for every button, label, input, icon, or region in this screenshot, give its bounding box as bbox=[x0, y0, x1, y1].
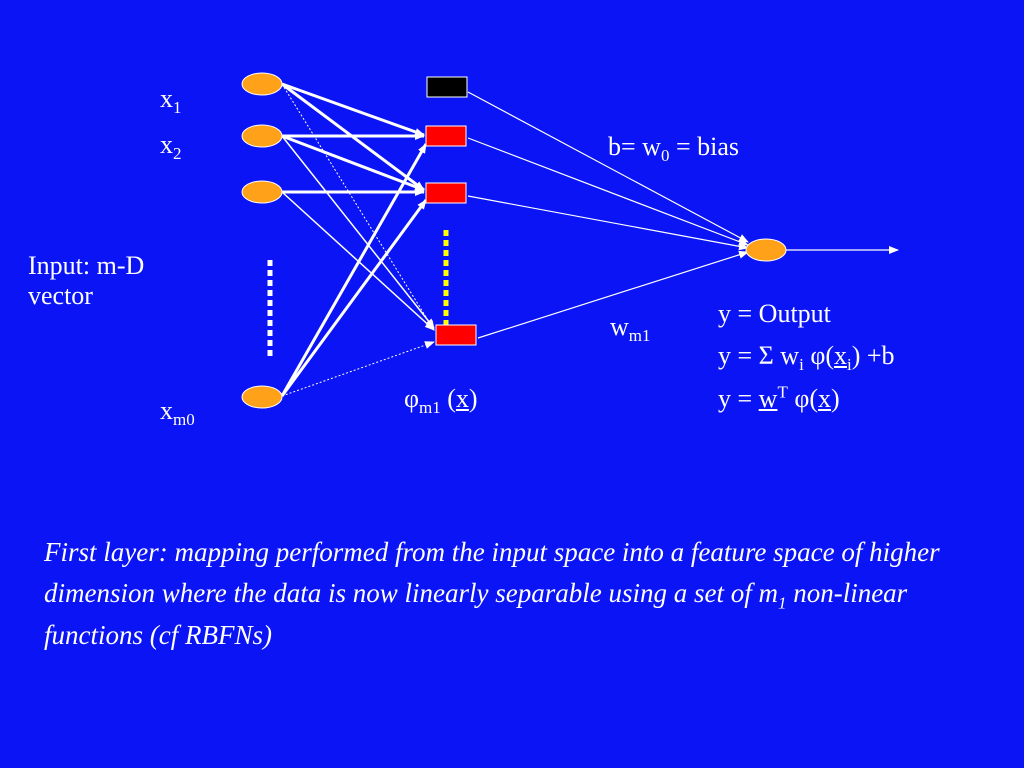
label-x2: x2 bbox=[160, 130, 182, 164]
formula-line-3: y = wT φ(x) bbox=[718, 382, 840, 413]
input-node-x2 bbox=[241, 124, 283, 148]
conn-xm0-h2 bbox=[280, 199, 428, 397]
phi-label: φm1 (x) bbox=[404, 384, 478, 418]
conn-xm0-hm bbox=[281, 341, 435, 397]
hidden-unit-1 bbox=[425, 125, 467, 147]
label-xm0: xm0 bbox=[160, 396, 195, 430]
conn-hm-out bbox=[477, 250, 749, 339]
caption: First layer: mapping performed from the … bbox=[44, 537, 940, 651]
conn-x1-h1 bbox=[281, 82, 425, 137]
hidden-unit-m1 bbox=[435, 324, 477, 346]
input-to-hidden-connections bbox=[280, 82, 435, 397]
hidden-unit-2 bbox=[425, 182, 467, 204]
input-node-x3 bbox=[241, 180, 283, 204]
hidden-to-output-connections bbox=[467, 91, 899, 339]
conn-bias-out bbox=[467, 91, 749, 243]
input-description: Input: m-D vector bbox=[28, 251, 145, 310]
input-node-x1 bbox=[241, 72, 283, 96]
conn-x2-hm bbox=[281, 135, 435, 329]
bias-label: b= w0 = bias bbox=[608, 132, 739, 166]
formula-line-2: y = Σ wi φ(xi) +b bbox=[718, 340, 895, 374]
label-x1: x1 bbox=[160, 84, 182, 118]
weight-label: wm1 bbox=[610, 312, 651, 346]
conn-h2-out bbox=[467, 195, 749, 251]
output-node bbox=[745, 238, 787, 262]
conn-x1-hm bbox=[281, 83, 435, 331]
conn-h1-out bbox=[467, 137, 749, 246]
input-node-xm0 bbox=[241, 385, 283, 409]
bias-unit bbox=[426, 76, 468, 98]
output-formulas: y = Output y = Σ wi φ(xi) +b y = wT φ(x) bbox=[718, 293, 895, 420]
conn-xm0-h1 bbox=[280, 143, 428, 397]
conn-x2-h2 bbox=[281, 134, 425, 192]
formula-line-1: y = Output bbox=[718, 299, 831, 328]
